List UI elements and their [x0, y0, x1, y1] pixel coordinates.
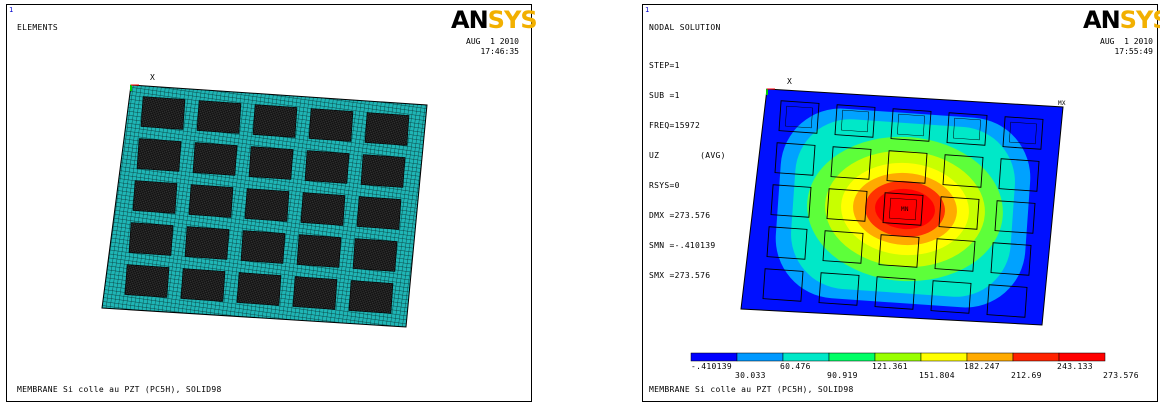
legend-label: 243.133: [1057, 362, 1093, 371]
legend-label: 90.919: [827, 371, 858, 380]
inner-outlines: [785, 105, 1037, 221]
contour-bands: [741, 89, 1063, 325]
axis-x-label: X: [787, 77, 793, 86]
legend-color-bar: [690, 352, 1106, 362]
contour-plot: [690, 88, 1106, 362]
plot-footer: MEMBRANE Si colle au PZT (PC5H), SOLID98: [17, 385, 222, 394]
legend-swatch: [920, 352, 968, 362]
legend-swatch: [874, 352, 922, 362]
plot-title: NODAL SOLUTION: [649, 23, 721, 32]
mesh-plot: [101, 84, 428, 328]
axis-triad: [766, 88, 775, 95]
ansys-logo: ANSYS: [451, 6, 538, 34]
window-number: 1: [9, 6, 14, 14]
legend-label: 212.69: [1011, 371, 1042, 380]
solution-info-block: STEP=1 SUB =1 FREQ=15972 UZ (AVG) RSYS=0…: [649, 61, 726, 280]
legend-label: 151.804: [919, 371, 955, 380]
plot-footer: MEMBRANE Si colle au PZT (PC5H), SOLID98: [649, 385, 854, 394]
pzt-pad-grid: [124, 96, 410, 314]
legend-swatch: [828, 352, 876, 362]
legend-label: 182.247: [964, 362, 1000, 371]
plot-title: ELEMENTS: [17, 23, 58, 32]
legend-label: -.410139: [691, 362, 732, 371]
legend-label: 121.361: [872, 362, 908, 371]
legend-swatch: [690, 352, 738, 362]
legend-label: 273.576: [1103, 371, 1139, 380]
ansys-logo: ANSYS: [1083, 6, 1160, 34]
legend-swatch: [1058, 352, 1106, 362]
legend-swatch: [966, 352, 1014, 362]
min-marker: MN: [901, 206, 909, 213]
legend-swatch: [782, 352, 830, 362]
window-number: 1: [645, 6, 650, 14]
nodal-solution-plot-window: 1 NODAL SOLUTION STEP=1 SUB =1 FREQ=1597…: [642, 4, 1160, 402]
max-marker: MX: [1058, 100, 1066, 107]
axis-triad: [130, 84, 139, 91]
legend-label: 60.476: [780, 362, 811, 371]
axis-x-label: X: [150, 73, 156, 82]
legend-swatch: [1012, 352, 1060, 362]
pad-outlines: [762, 100, 1044, 318]
legend-swatch: [736, 352, 784, 362]
legend-label: 30.033: [735, 371, 766, 380]
